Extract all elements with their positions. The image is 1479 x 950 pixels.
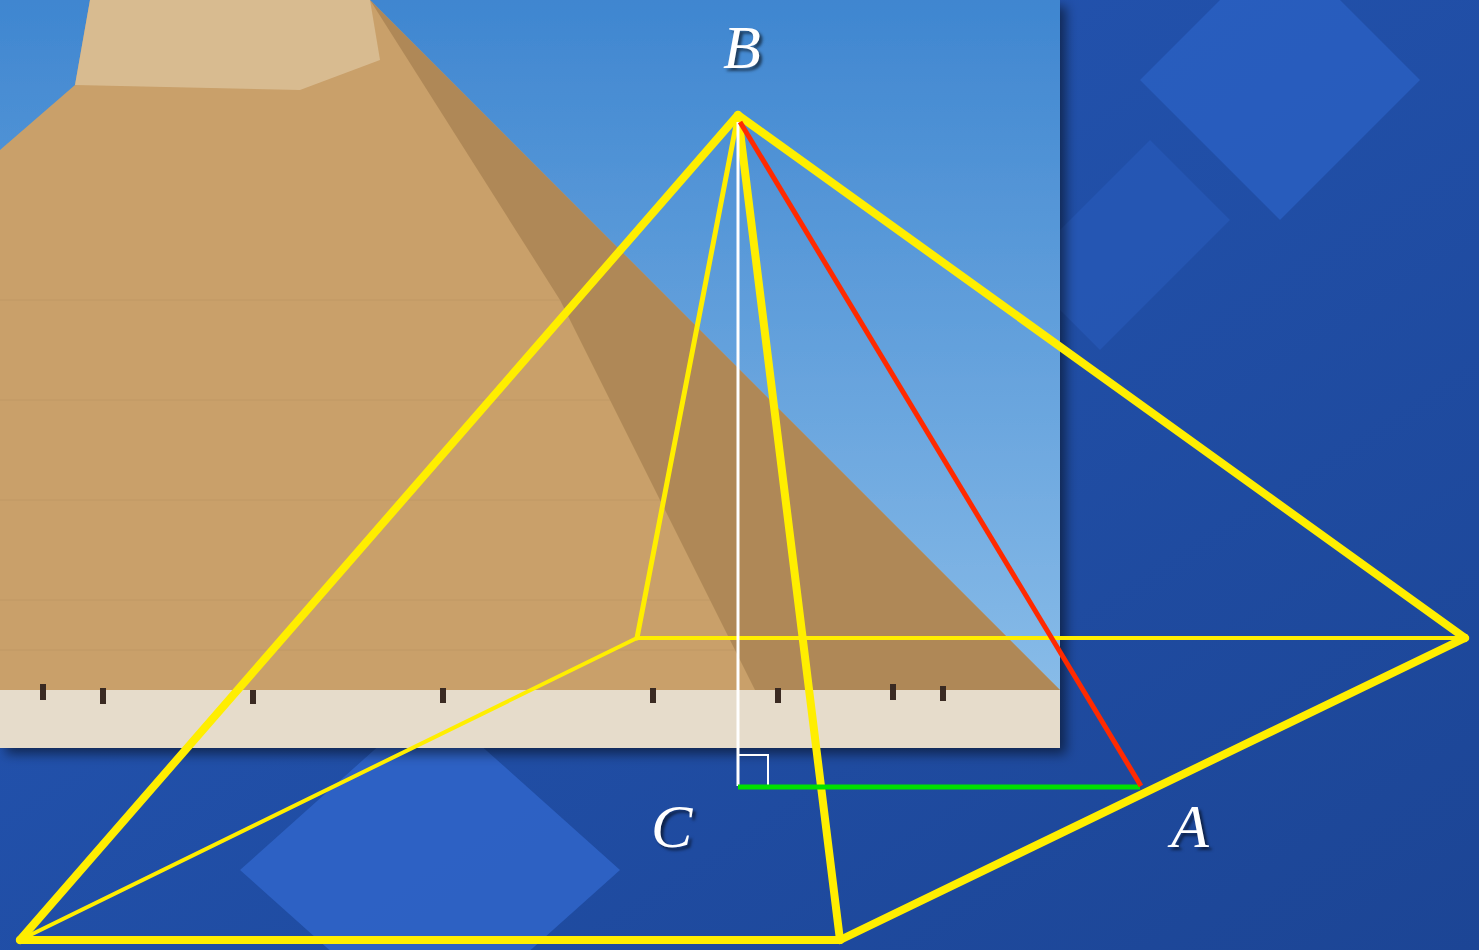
pyramid-shade: [370, 0, 1060, 700]
base-segment: [738, 785, 1140, 790]
pyramid-photo: [0, 0, 1060, 748]
point-label: C: [651, 795, 692, 857]
sand: [0, 690, 1060, 748]
slant-height: [740, 122, 1141, 786]
point-label: A: [1171, 795, 1209, 857]
height-line: [737, 122, 740, 786]
point-label: B: [723, 16, 761, 78]
pyramid-cap: [75, 0, 380, 90]
pyramid-wireframe: [20, 115, 1465, 940]
right-angle-mark: [738, 755, 768, 786]
photo: [0, 0, 1060, 748]
